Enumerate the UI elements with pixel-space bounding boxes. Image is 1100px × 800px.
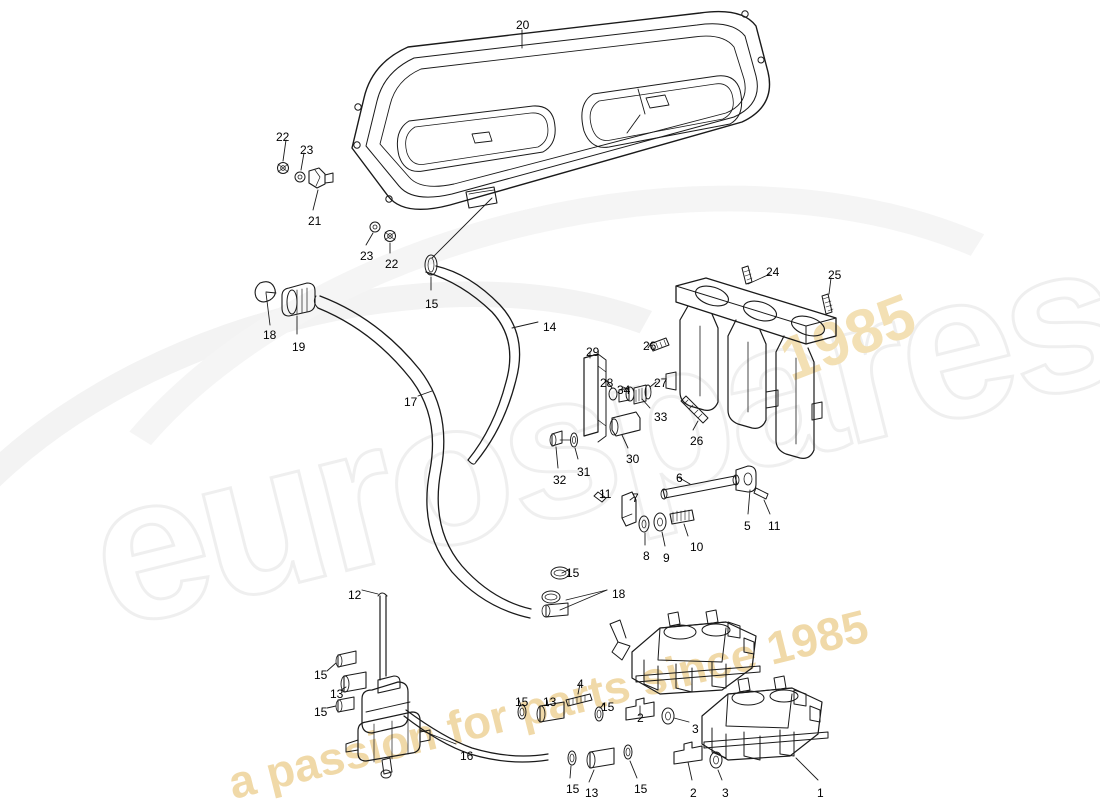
small-parts-31-32	[549, 430, 578, 448]
callout-31: 31	[577, 465, 591, 479]
callout-19: 19	[292, 340, 306, 354]
fastener-group-21-22-23	[277, 162, 396, 242]
callout-14: 14	[543, 320, 557, 334]
callout-13c: 13	[585, 786, 599, 800]
callout-18b: 18	[612, 587, 626, 601]
callout-25: 25	[828, 268, 842, 282]
callout-26a: 26	[643, 339, 657, 353]
callout-30: 30	[626, 452, 640, 466]
callout-3b: 3	[722, 786, 729, 800]
callout-18a: 18	[263, 328, 277, 342]
callout-16: 16	[460, 749, 474, 763]
throttle-linkage-group	[593, 465, 769, 533]
callout-15e: 15	[515, 695, 529, 709]
callout-10: 10	[690, 540, 704, 554]
callout-1: 1	[817, 786, 824, 800]
callout-3a: 3	[692, 722, 699, 736]
callout-17: 17	[404, 395, 418, 409]
callout-23b: 23	[360, 249, 374, 263]
hose-parts-bottom-middle	[517, 693, 633, 769]
hose-part-17	[313, 295, 532, 619]
air-cleaner-housing-part-20	[351, 10, 771, 211]
callout-11b: 11	[768, 519, 781, 533]
callout-5: 5	[744, 519, 751, 533]
callout-2a: 2	[637, 711, 644, 725]
callout-24: 24	[766, 265, 780, 279]
callout-26b: 26	[690, 434, 704, 448]
callout-15c: 15	[314, 668, 328, 682]
callout-7: 7	[632, 491, 639, 505]
cap-parts-18-19	[254, 281, 316, 317]
callout-15d: 15	[314, 705, 328, 719]
fuel-pump-part-16	[345, 592, 549, 779]
callout-15f: 15	[601, 700, 615, 714]
callout-13b: 13	[543, 695, 557, 709]
callout-32: 32	[553, 473, 567, 487]
callout-2b: 2	[690, 786, 697, 800]
callout-15a: 15	[425, 297, 439, 311]
stud-parts-26	[649, 337, 709, 424]
callout-23a: 23	[300, 143, 314, 157]
clamp-rings-mid	[541, 566, 570, 618]
callout-8: 8	[643, 549, 650, 563]
callout-15g: 15	[566, 782, 580, 796]
callout-13a: 13	[330, 687, 344, 701]
carburettor-assembly-part-1	[609, 609, 829, 761]
callout-6: 6	[676, 471, 683, 485]
callout-20: 20	[516, 18, 530, 32]
callout-9: 9	[663, 551, 670, 565]
bracket-assembly-29	[583, 353, 652, 443]
intake-manifold-part-24	[665, 265, 837, 459]
callout-33: 33	[654, 410, 668, 424]
hose-parts-13-15-left	[335, 650, 367, 713]
callout-12: 12	[348, 588, 362, 602]
callout-4: 4	[577, 677, 584, 691]
clamp-ring-15a	[424, 254, 438, 276]
callout-28: 28	[600, 376, 614, 390]
callout-34: 34	[617, 383, 631, 397]
callout-22b: 22	[385, 257, 399, 271]
callout-21: 21	[308, 214, 322, 228]
callout-11a: 11	[599, 487, 612, 501]
callout-29: 29	[586, 345, 600, 359]
callout-15h: 15	[634, 782, 648, 796]
callout-27: 27	[654, 376, 668, 390]
leader-lines	[265, 29, 832, 783]
callout-15b: 15	[566, 566, 580, 580]
hose-part-14	[425, 265, 521, 465]
callout-22a: 22	[276, 130, 290, 144]
